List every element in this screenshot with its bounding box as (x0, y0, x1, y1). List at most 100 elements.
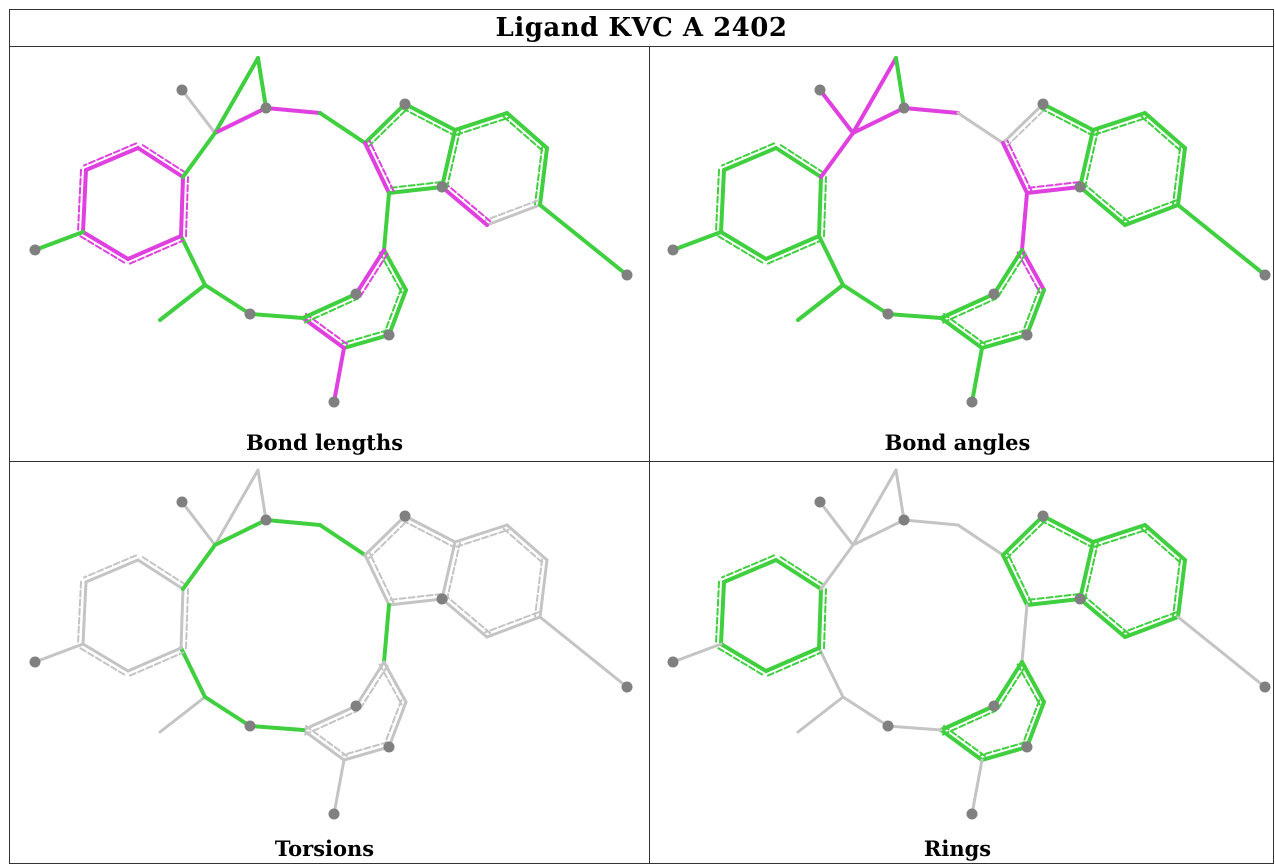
atom-marker (176, 84, 188, 96)
bond-line (1020, 603, 1029, 664)
bond-line (368, 551, 395, 604)
bond-line (715, 168, 721, 233)
atom-marker (966, 396, 978, 408)
bond-line (383, 699, 403, 747)
bond-line (1123, 615, 1180, 639)
bond-line (248, 724, 305, 732)
bond-line (1021, 287, 1041, 335)
bond-line (181, 543, 217, 591)
atom-marker (1074, 593, 1086, 605)
bond-line (817, 234, 845, 287)
bond-line (181, 131, 217, 179)
bond-line (942, 312, 986, 345)
bond-line (766, 651, 822, 677)
atom-marker (399, 98, 411, 110)
bond-line (1083, 542, 1099, 602)
bond-line (538, 615, 629, 689)
bond-line (1025, 593, 1081, 602)
bond-line (777, 554, 825, 586)
bond-line (1176, 146, 1187, 207)
bond-line (180, 500, 217, 547)
bond-line (453, 111, 509, 132)
atom-marker (882, 720, 894, 732)
bond-line (671, 230, 723, 252)
bond-line (382, 603, 391, 664)
bond-line (719, 642, 768, 673)
bond-line (213, 518, 268, 547)
bond-line (440, 597, 489, 639)
bond-line (1083, 130, 1099, 190)
bond-line (774, 558, 823, 591)
atom-marker (667, 656, 679, 668)
bond-line (721, 142, 776, 167)
atom-marker (436, 593, 448, 605)
bond-line (942, 297, 998, 324)
bond-line (84, 146, 140, 172)
atom-marker (244, 308, 256, 320)
bond-line (444, 182, 492, 223)
bond-line (128, 239, 184, 265)
bond-line (1020, 660, 1046, 704)
atom-marker (436, 181, 448, 193)
bond-line (980, 333, 1029, 350)
bond-line (158, 695, 207, 734)
atom-marker (1259, 269, 1271, 281)
atom-marker (1021, 741, 1033, 753)
table-frame (9, 9, 1274, 864)
bond-line (719, 168, 726, 234)
atom-marker (621, 681, 633, 693)
bond-line (332, 346, 346, 404)
bond-line (363, 553, 391, 607)
bond-line (264, 518, 322, 527)
bond-line (378, 251, 403, 294)
bond-line (179, 646, 207, 699)
bond-line (1041, 102, 1095, 132)
bond-line (505, 111, 549, 150)
bond-line (387, 288, 408, 337)
bond-line (1091, 523, 1147, 544)
bond-line (894, 468, 906, 522)
bond-line (383, 287, 403, 335)
bond-line (970, 758, 984, 816)
bond-line (213, 468, 260, 547)
atom-marker (383, 741, 395, 753)
bond-line (485, 615, 542, 639)
bond-line (774, 146, 823, 179)
bond-line (81, 168, 88, 234)
bond-line (939, 728, 984, 762)
bond-line (1172, 558, 1182, 618)
bond-line (818, 500, 855, 547)
bond-line (139, 142, 187, 174)
bond-line (248, 312, 305, 320)
bond-line (342, 745, 391, 762)
bond-line (818, 88, 855, 135)
bond-line (455, 528, 510, 548)
bond-line (505, 523, 549, 562)
bond-line (717, 647, 765, 677)
bond-line (387, 593, 443, 602)
bond-line (33, 642, 85, 664)
bond-line (387, 597, 444, 607)
bond-line (33, 230, 85, 252)
bond-line (956, 111, 1005, 145)
bond-line (796, 283, 845, 322)
bond-line (819, 131, 855, 179)
bond-line (979, 329, 1027, 345)
bond-line (213, 56, 260, 135)
bond-line (1176, 615, 1267, 689)
bond-line (819, 543, 855, 591)
bond-line (817, 587, 823, 650)
bond-line (1025, 700, 1046, 749)
bond-line (841, 283, 890, 316)
torsions-caption: Torsions (274, 836, 375, 861)
bond-line (136, 146, 185, 179)
bond-line (1001, 141, 1029, 195)
bond-line (942, 709, 998, 736)
atom-marker (176, 496, 188, 508)
atom-marker (1021, 329, 1033, 341)
bond-line (342, 333, 391, 350)
bond-line (502, 527, 545, 565)
atom-marker (260, 514, 272, 526)
bond-line (301, 704, 358, 732)
bond-lengths-molecule (29, 56, 633, 408)
